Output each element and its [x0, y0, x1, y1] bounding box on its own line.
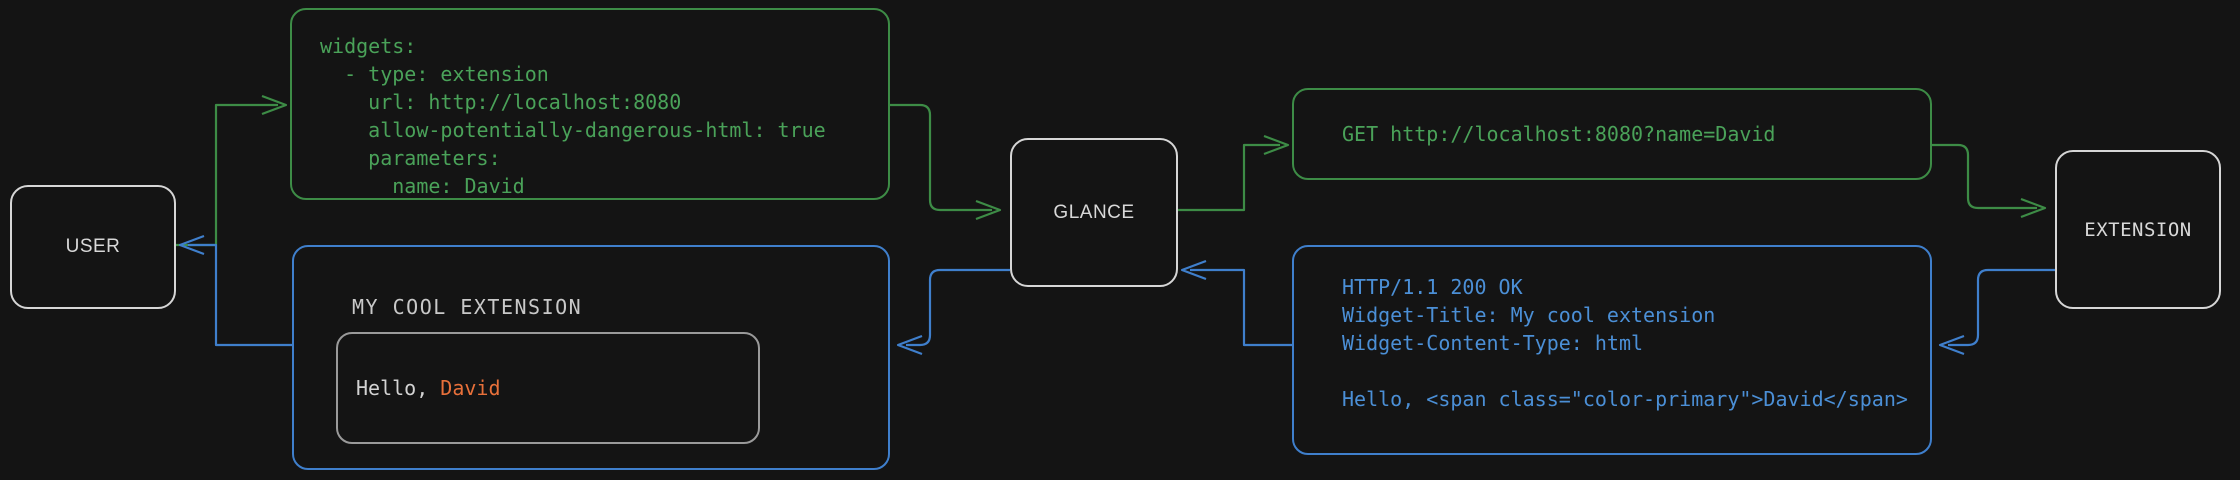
panel-config-yaml: widgets: - type: extension url: http://l…: [290, 8, 890, 200]
greeting-name: David: [440, 376, 501, 400]
edge-widget-to-user: [178, 234, 292, 347]
edge-user-to-config: [172, 94, 288, 247]
panel-rendered-widget: MY COOL EXTENSION Hello, David: [292, 245, 890, 470]
rendered-widget-body: Hello, David: [336, 332, 760, 444]
edge-glance-to-request: [1174, 134, 1290, 212]
panel-http-request: GET http://localhost:8080?name=David: [1292, 88, 1932, 180]
node-extension[interactable]: EXTENSION: [2055, 150, 2221, 309]
node-glance[interactable]: GLANCE: [1010, 138, 1178, 287]
config-yaml-code: widgets: - type: extension url: http://l…: [320, 34, 826, 198]
node-user[interactable]: USER: [10, 185, 176, 309]
edge-config-to-glance: [890, 103, 1002, 221]
rendered-widget-title: MY COOL EXTENSION: [352, 295, 583, 319]
edge-request-to-extension: [1932, 143, 2047, 219]
edge-response-to-glance: [1180, 259, 1292, 347]
edge-extension-to-response: [1938, 268, 2055, 356]
edge-glance-to-widget: [896, 268, 1010, 356]
panel-http-response: HTTP/1.1 200 OK Widget-Title: My cool ex…: [1292, 245, 1932, 455]
rendered-widget-greeting: Hello, David: [338, 376, 501, 400]
node-user-label: USER: [65, 236, 121, 257]
node-extension-label: EXTENSION: [2084, 218, 2192, 241]
greeting-prefix: Hello,: [356, 376, 441, 400]
http-request-code: GET http://localhost:8080?name=David: [1342, 122, 1776, 146]
http-response-code: HTTP/1.1 200 OK Widget-Title: My cool ex…: [1342, 275, 1908, 411]
node-glance-label: GLANCE: [1053, 201, 1135, 223]
